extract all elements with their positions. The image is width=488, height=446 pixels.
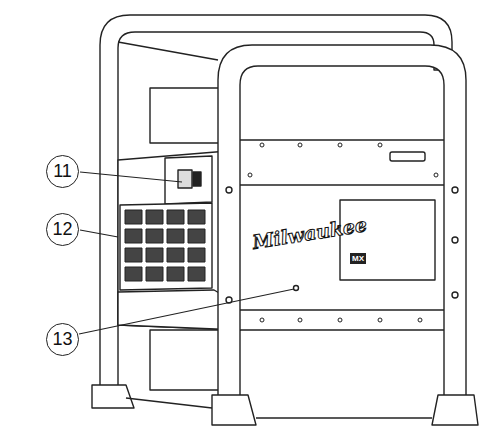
screw-hole <box>260 143 264 147</box>
screw-hole <box>298 143 302 147</box>
grille-slot <box>146 248 163 262</box>
grille-slot <box>167 267 184 281</box>
grille-slot <box>125 267 142 281</box>
grille-slot <box>125 210 142 224</box>
grille-slot <box>188 267 205 281</box>
callout-number: 11 <box>46 155 79 188</box>
screw-hole <box>378 143 382 147</box>
grille-slot <box>167 210 184 224</box>
grille-slot <box>146 210 163 224</box>
screw-hole <box>418 318 422 322</box>
screw-hole <box>338 318 342 322</box>
screw-hole <box>248 173 252 177</box>
grille-slot <box>125 229 142 243</box>
grille-slot <box>188 210 205 224</box>
screw-hole <box>260 318 264 322</box>
callout-number: 12 <box>46 213 79 246</box>
callout-number: 13 <box>46 323 79 356</box>
grille-slot <box>167 229 184 243</box>
grille-slot <box>146 267 163 281</box>
screw-hole <box>298 318 302 322</box>
grille-slot <box>125 248 142 262</box>
screw-hole <box>434 173 438 177</box>
grille-slot <box>188 248 205 262</box>
brand-badge: MX <box>350 253 366 264</box>
screw-hole <box>378 318 382 322</box>
grille-slot <box>167 248 184 262</box>
grille-slot <box>146 229 163 243</box>
grille-slot <box>188 229 205 243</box>
screw-hole <box>338 143 342 147</box>
